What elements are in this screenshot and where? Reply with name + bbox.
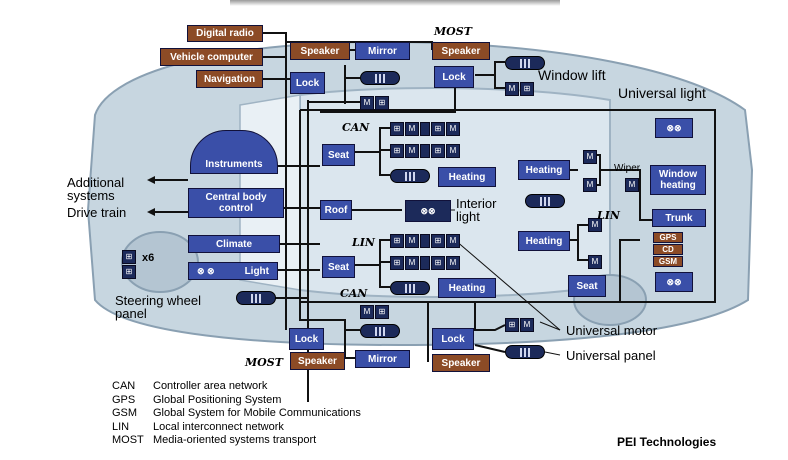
bus-can-bottom: CAN [340, 287, 368, 300]
speaker-bottom-left-box: Speaker [290, 352, 345, 370]
panel-right [525, 194, 565, 208]
label-wiper: Wiper [614, 163, 641, 174]
light-box: ⊗ ⊗ Light [188, 262, 278, 280]
speaker-bottom-right-box: Speaker [432, 354, 490, 372]
left-border [0, 0, 7, 460]
motor-right-4: M [588, 255, 602, 269]
universal-motor-node: ⊞M [505, 318, 534, 332]
bus-most-top: MOST [434, 25, 472, 38]
label-interior-light: Interior light [456, 196, 497, 224]
vehicle-computer-box: Vehicle computer [160, 48, 263, 66]
instruments-label: Instruments [205, 159, 263, 170]
motor-row-4: ⊞M⊞M [390, 234, 460, 248]
motor-right-3: M [588, 218, 602, 232]
window-lift-motor: M⊞ [505, 82, 534, 96]
panel-row-6 [390, 281, 430, 295]
lock-bottom-left-box: Lock [289, 328, 324, 350]
label-universal-light: Universal light [618, 85, 706, 101]
motor-row-1: ⊞M⊞M [390, 122, 460, 136]
wiper-motor: M [625, 178, 639, 192]
lock-bottom-right-box: Lock [432, 328, 474, 350]
motor-right-2: M [583, 178, 597, 192]
navigation-box: Navigation [196, 70, 263, 88]
lock-top-left-box: Lock [290, 72, 325, 94]
label-universal-motor: Universal motor [566, 323, 658, 338]
arrow-drive-train [147, 208, 155, 216]
trunk-box: Trunk [652, 209, 706, 227]
motor-row-2: ⊞M⊞M [390, 144, 460, 158]
panel-node-top [360, 71, 400, 85]
heating-right-top-box: Heating [518, 160, 570, 180]
heating-right-mid-box: Heating [518, 231, 570, 251]
heating-rear-box: Heating [438, 278, 496, 298]
label-additional-systems: Additional systems [67, 175, 125, 203]
gps-box: GPS [653, 232, 683, 243]
seat-right-box: Seat [568, 275, 606, 297]
universal-light-lamps: ⊗⊗ [655, 118, 693, 138]
label-steering-wheel-panel: Steering wheel panel [115, 293, 201, 321]
seat-front-box: Seat [322, 144, 355, 166]
steering-wheel-panel-node [236, 291, 276, 305]
seat-rear-box: Seat [322, 256, 355, 278]
speaker-top-right-box: Speaker [432, 42, 490, 60]
bus-lin-right: LIN [597, 209, 620, 222]
digital-radio-box: Digital radio [187, 25, 263, 42]
bus-can-top: CAN [342, 121, 370, 134]
lock-top-right-box: Lock [434, 66, 474, 88]
climate-box: Climate [188, 235, 280, 253]
speaker-top-left-box: Speaker [290, 42, 350, 60]
heating-front-box: Heating [438, 167, 496, 187]
motor-right-1: M [583, 150, 597, 164]
gsm-box: GSM [653, 256, 683, 267]
label-drive-train: Drive train [67, 205, 127, 220]
window-lift-panel [505, 56, 545, 70]
bus-most-bottom: MOST [245, 356, 283, 369]
window-heating-box: Window heating [650, 165, 706, 195]
label-universal-panel: Universal panel [566, 348, 656, 363]
label-x6: x6 [142, 252, 155, 264]
credit: PEI Technologies [617, 435, 717, 449]
motor-bottom-1: M⊞ [360, 305, 389, 319]
panel-bottom-1 [360, 324, 400, 338]
panel-row-3 [390, 169, 430, 183]
universal-panel-node [505, 345, 545, 359]
cd-box: CD [653, 244, 683, 255]
light-label: Light [244, 265, 269, 277]
light-lamp-icon: ⊗ ⊗ [197, 265, 215, 276]
mirror-bottom-box: Mirror [355, 350, 410, 368]
rear-light-lamps: ⊗⊗ [655, 272, 693, 292]
interior-light-lamps: ⊗⊗ [405, 200, 451, 222]
arrow-additional-systems [147, 176, 155, 184]
x6-motors: ⊞⊞ [122, 250, 136, 279]
motor-row-5: ⊞M⊞M [390, 256, 460, 270]
label-window-lift: Window lift [538, 67, 606, 83]
mirror-top-box: Mirror [355, 42, 410, 60]
roof-box: Roof [320, 200, 352, 220]
motor-node-top: M⊞ [360, 96, 389, 110]
bus-lin-left: LIN [352, 236, 375, 249]
central-body-control-box: Central body control [188, 188, 284, 218]
top-shadow [230, 0, 560, 6]
